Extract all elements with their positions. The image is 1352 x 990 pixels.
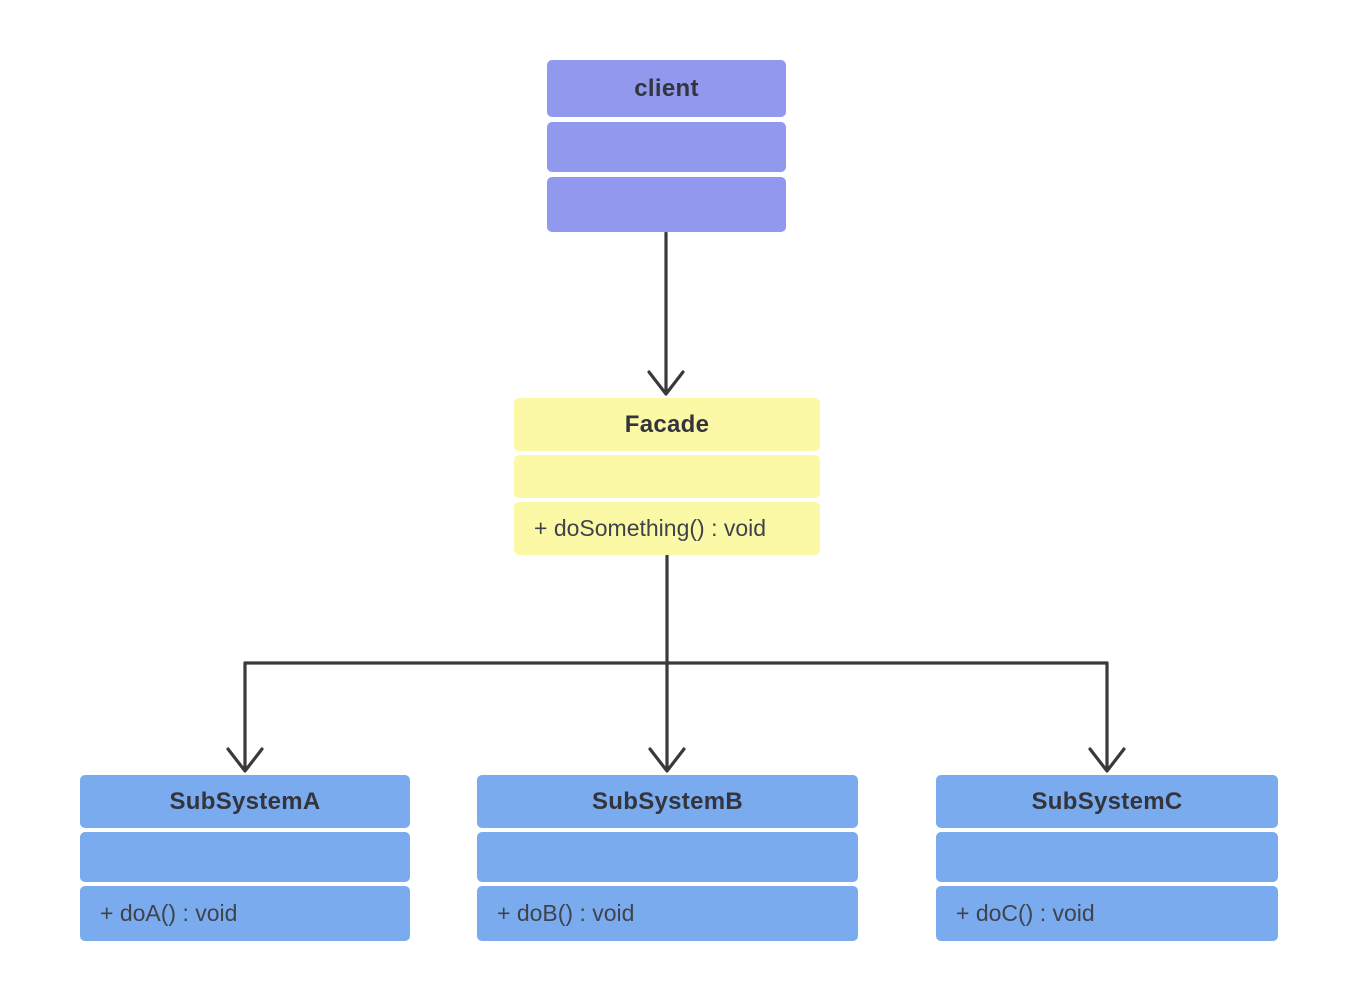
open-arrowhead-icon <box>648 747 686 773</box>
class-facade-title: Facade <box>514 398 820 451</box>
class-subsystem-c-title: SubSystemC <box>936 775 1278 828</box>
class-subsystem-b: SubSystemB + doB() : void <box>477 775 858 941</box>
class-facade-methods: + doSomething() : void <box>514 502 820 555</box>
open-arrowhead-icon <box>226 747 264 773</box>
class-client-methods <box>547 177 786 232</box>
open-arrowhead-icon <box>1088 747 1126 773</box>
class-subsystem-b-attributes <box>477 832 858 882</box>
class-subsystem-b-methods: + doB() : void <box>477 886 858 941</box>
class-subsystem-a-methods: + doA() : void <box>80 886 410 941</box>
class-subsystem-c-attributes <box>936 832 1278 882</box>
open-arrowhead-icon <box>647 370 685 396</box>
class-subsystem-b-title: SubSystemB <box>477 775 858 828</box>
class-subsystem-c-methods: + doC() : void <box>936 886 1278 941</box>
class-client-title: client <box>547 60 786 117</box>
connector-client-to-facade <box>647 231 685 396</box>
class-subsystem-a-title: SubSystemA <box>80 775 410 828</box>
class-facade: Facade + doSomething() : void <box>514 398 820 555</box>
class-subsystem-a-attributes <box>80 832 410 882</box>
class-subsystem-c: SubSystemC + doC() : void <box>936 775 1278 941</box>
connector-facade-to-subsystems <box>226 554 1126 773</box>
class-subsystem-a: SubSystemA + doA() : void <box>80 775 410 941</box>
class-client-attributes <box>547 122 786 172</box>
class-client: client <box>547 60 786 232</box>
class-facade-attributes <box>514 455 820 498</box>
